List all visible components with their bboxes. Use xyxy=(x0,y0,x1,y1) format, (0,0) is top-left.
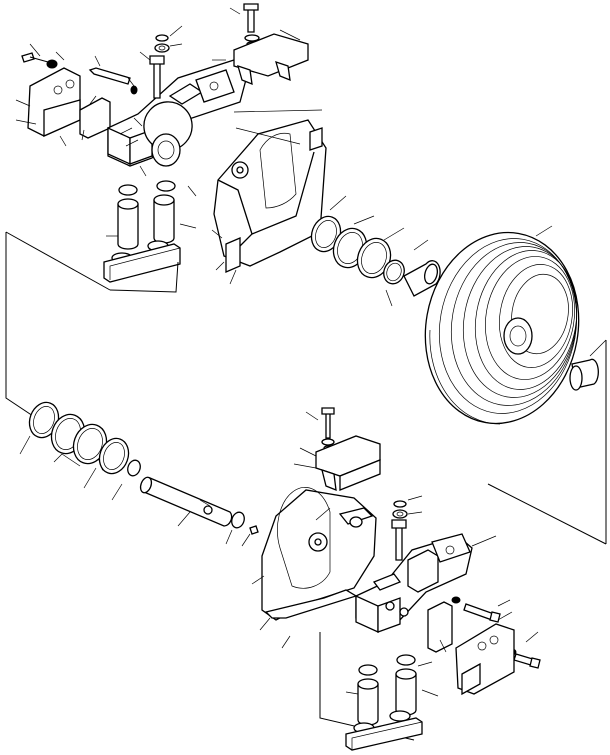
lower-right-bracket-group xyxy=(345,495,541,751)
upper-left-bracket-group xyxy=(15,43,249,283)
lower-seal-rings-and-shaft xyxy=(19,401,259,547)
idler-wheel xyxy=(424,225,607,425)
upper-center-guard-group xyxy=(154,3,327,285)
lower-center-guard-group xyxy=(251,407,381,649)
upper-seal-rings xyxy=(310,195,441,307)
